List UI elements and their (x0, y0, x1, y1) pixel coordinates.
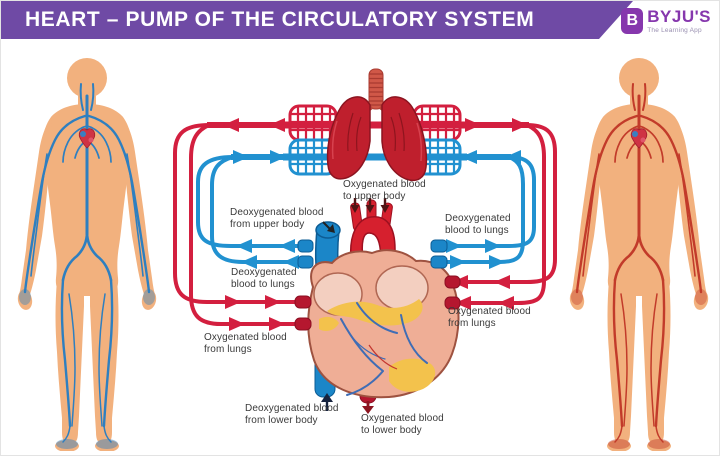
label-oxygenated-from-lungs-left: Oxygenated blood from lungs (204, 332, 287, 355)
byjus-logo: B BYJU'S The Learning App (621, 8, 711, 34)
label-deoxygenated-from-upper-body: Deoxygenated blood from upper body (230, 207, 324, 230)
label-oxygenated-from-lungs-right: Oxygenated blood from lungs (448, 306, 531, 329)
label-oxygenated-to-lower-body: Oxygenated blood to lower body (361, 413, 444, 436)
heart-illustration (294, 199, 461, 404)
label-deoxygenated-to-lungs-left: Deoxygenated blood to lungs (231, 267, 297, 290)
logo-tagline: The Learning App (647, 27, 702, 34)
circulation-diagram (173, 68, 557, 414)
header-banner: HEART – PUMP OF THE CIRCULATORY SYSTEM (1, 1, 633, 39)
human-body-arteries-figure (569, 58, 709, 451)
deoxygenated-loop (196, 150, 536, 269)
human-body-veins-figure (17, 58, 157, 451)
logo-brand: BYJU'S (647, 7, 711, 26)
flow-pointer-arrows (321, 198, 390, 414)
label-deoxygenated-to-lungs-right: Deoxygenated blood to lungs (445, 213, 511, 236)
label-oxygenated-to-upper-body: Oxygenated blood to upper body (343, 179, 426, 202)
label-deoxygenated-from-lower-body: Deoxygenated blood from lower body (245, 403, 339, 426)
page-title: HEART – PUMP OF THE CIRCULATORY SYSTEM (25, 8, 535, 31)
logo-icon: B (621, 8, 644, 34)
capillary-grid-left (288, 104, 338, 176)
lungs-icon (326, 96, 428, 182)
oxygenated-loop (173, 118, 557, 331)
